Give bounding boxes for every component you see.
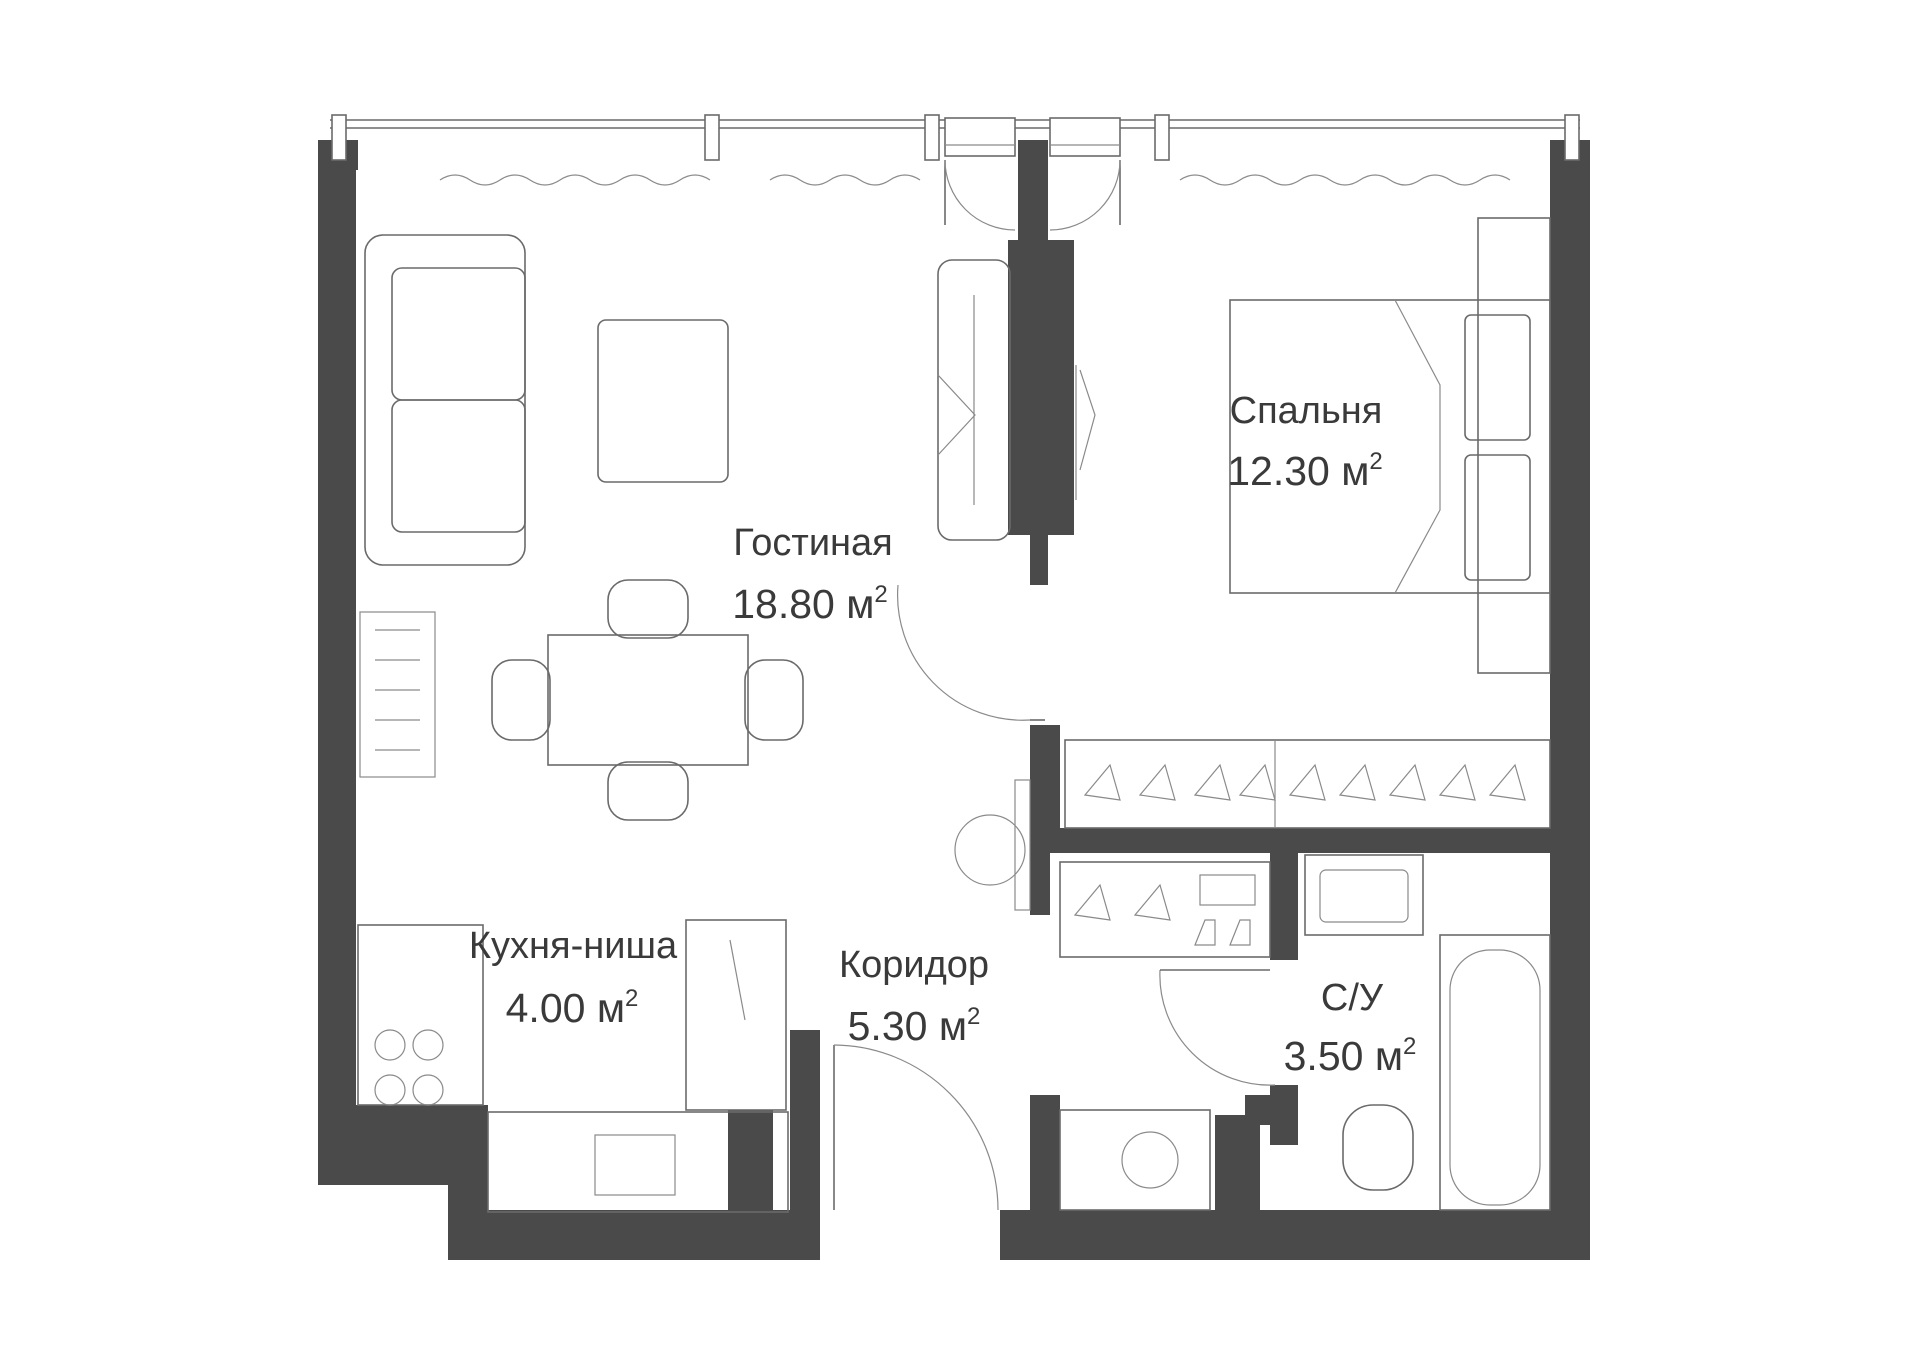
room-name-living: Гостиная bbox=[733, 522, 893, 564]
bed bbox=[1229, 217, 1551, 674]
svg-text:12.30 м2: 12.30 м2 bbox=[1227, 448, 1383, 494]
room-area-corridor: 5.30 м bbox=[848, 1003, 967, 1049]
room-area-corridor-sup: 2 bbox=[967, 1003, 980, 1030]
coffee-table bbox=[597, 319, 729, 483]
window-frames bbox=[330, 114, 1580, 161]
kitchen-counter bbox=[357, 919, 789, 1213]
radiator bbox=[359, 611, 436, 778]
wardrobe-corridor bbox=[1059, 861, 1271, 958]
room-label-living: Гостиная 18.80 м2 bbox=[732, 522, 893, 627]
doors bbox=[833, 159, 1276, 1211]
room-name-kitchen: Кухня-ниша bbox=[469, 925, 678, 967]
room-name-corridor: Коридор bbox=[839, 944, 989, 986]
room-label-bedroom: Спальня 12.30 м2 bbox=[1227, 390, 1383, 494]
wardrobe-bedroom bbox=[1064, 739, 1551, 829]
room-area-bedroom: 12.30 м bbox=[1227, 448, 1369, 494]
tv-cabinet bbox=[937, 259, 1096, 541]
washing-machine bbox=[1059, 1109, 1211, 1211]
curtains bbox=[439, 174, 1511, 186]
room-area-kitchen: 4.00 м bbox=[506, 985, 625, 1031]
svg-text:4.00 м2: 4.00 м2 bbox=[506, 985, 639, 1031]
room-name-bedroom: Спальня bbox=[1230, 390, 1383, 432]
room-name-bathroom: С/У bbox=[1321, 977, 1384, 1019]
room-area-bathroom: 3.50 м bbox=[1284, 1033, 1403, 1079]
room-label-bathroom: С/У 3.50 м2 bbox=[1284, 977, 1417, 1079]
room-label-corridor: Коридор 5.30 м2 bbox=[839, 944, 989, 1049]
svg-text:5.30 м2: 5.30 м2 bbox=[848, 1003, 981, 1049]
svg-text:3.50 м2: 3.50 м2 bbox=[1284, 1033, 1417, 1079]
bathroom-fixtures bbox=[1304, 854, 1551, 1211]
sofa bbox=[364, 234, 526, 566]
room-area-living-sup: 2 bbox=[874, 581, 887, 608]
room-area-bedroom-sup: 2 bbox=[1369, 448, 1382, 475]
room-area-bathroom-sup: 2 bbox=[1403, 1033, 1416, 1060]
room-area-living: 18.80 м bbox=[732, 581, 874, 627]
dining-table bbox=[491, 579, 804, 821]
room-area-kitchen-sup: 2 bbox=[625, 985, 638, 1012]
svg-text:18.80 м2: 18.80 м2 bbox=[732, 581, 888, 627]
walls bbox=[318, 140, 1590, 1260]
mirror-stool bbox=[954, 779, 1031, 911]
room-label-kitchen: Кухня-ниша 4.00 м2 bbox=[469, 925, 678, 1031]
